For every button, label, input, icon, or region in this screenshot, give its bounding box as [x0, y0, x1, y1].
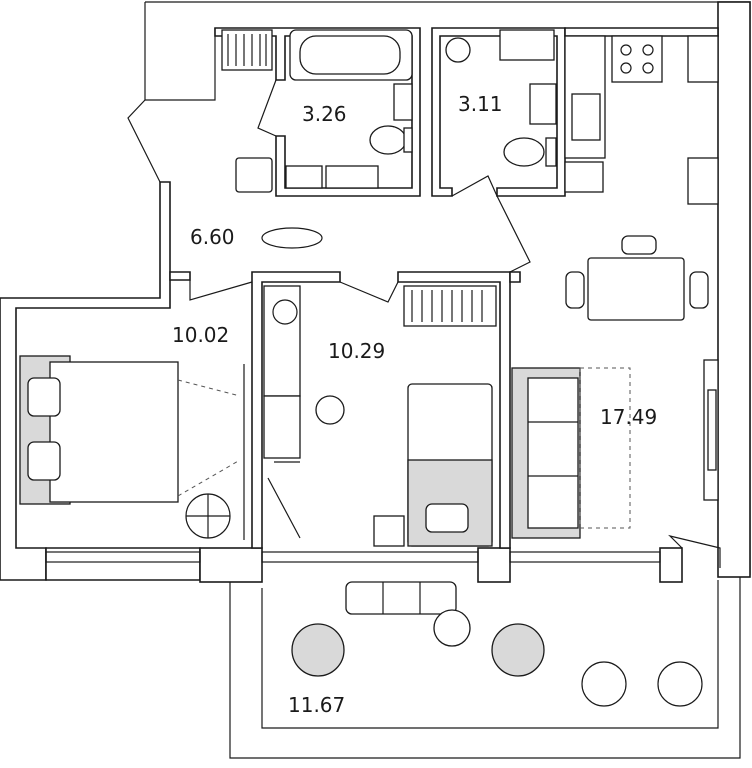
bookshelf-middle — [403, 285, 497, 327]
door-bathroom — [257, 79, 277, 137]
shower-tray — [235, 157, 273, 193]
room-area-bedroom-middle: 10.29 — [328, 339, 385, 363]
bed-left-dash-2 — [177, 459, 241, 497]
pillow-1 — [27, 377, 61, 417]
plant-middle-room — [272, 299, 298, 325]
tv — [707, 389, 717, 471]
balcony-sofa — [345, 581, 457, 615]
room-area-bedroom-left: 10.02 — [172, 323, 229, 347]
balcony-railing — [261, 580, 719, 729]
balcony-chair-left — [291, 623, 345, 677]
wc-toilet — [503, 137, 545, 167]
window-bedroom-middle — [261, 551, 479, 563]
rug-area — [579, 367, 631, 529]
wall-bathroom — [214, 27, 421, 197]
bed-left-dash-1 — [177, 379, 241, 397]
wall-pier-1 — [199, 547, 263, 583]
wall-bottom-left — [45, 547, 201, 581]
wall-right — [717, 1, 751, 578]
toilet-tank — [403, 127, 413, 153]
door-bedroom-middle — [339, 281, 399, 303]
wardrobe-hall — [221, 29, 273, 71]
room-area-bathroom: 3.26 — [302, 102, 347, 126]
burner-4 — [642, 62, 654, 74]
door-entrance — [127, 99, 161, 183]
bathroom-toilet — [369, 125, 407, 155]
room-area-hall: 6.60 — [190, 225, 235, 249]
pillow-middle — [425, 503, 469, 533]
wardrobe-middle — [263, 285, 301, 397]
dining-chair-top — [621, 235, 657, 255]
bookshelf-hatching — [411, 290, 483, 322]
burner-1 — [620, 44, 632, 56]
desk-middle — [263, 395, 301, 459]
bath-cabinet-2 — [325, 165, 379, 189]
door-kitchen — [496, 195, 531, 273]
wardrobe-hatching — [227, 34, 267, 66]
balcony-table — [433, 609, 471, 647]
bath-cabinet-1 — [285, 165, 323, 189]
desk-chair — [315, 395, 345, 425]
door-balcony — [668, 534, 721, 568]
window-living — [509, 551, 661, 563]
wall-left-outer — [0, 181, 171, 581]
balcony-outline — [229, 560, 741, 759]
window-bedroom-left — [45, 551, 201, 563]
room-area-wc: 3.11 — [458, 92, 503, 116]
balcony-chair-right — [491, 623, 545, 677]
sofa-seat — [527, 377, 579, 529]
washing-machine — [445, 37, 471, 63]
bed-middle-blanket — [407, 459, 493, 547]
wc-cabinet — [499, 29, 555, 61]
wall-kitchen-top — [564, 27, 719, 37]
wall-living-top — [509, 271, 521, 283]
bathtub-inner — [299, 35, 401, 75]
plant-balcony-2 — [657, 661, 703, 707]
kitchen-hob — [611, 35, 663, 83]
kitchen-sink — [571, 93, 601, 141]
dining-table — [587, 257, 685, 321]
wall-corridor — [169, 271, 191, 281]
dining-chair-right — [689, 271, 709, 309]
room-area-kitchen-living: 17.49 — [600, 405, 657, 429]
burner-2 — [642, 44, 654, 56]
wall-middle-room — [251, 271, 341, 549]
wc-cabinet-bottom — [564, 161, 604, 193]
wall-pier-3 — [659, 547, 683, 583]
wardrobe-door-swing — [267, 461, 301, 539]
nightstand-middle — [373, 515, 405, 547]
door-bedroom-left — [189, 280, 253, 301]
outer-wall-left-upper — [144, 2, 216, 101]
hall-rug — [261, 227, 323, 249]
dining-chair-left — [565, 271, 585, 309]
plant-balcony-1 — [581, 661, 627, 707]
room-area-balcony: 11.67 — [288, 693, 345, 717]
wc-tank — [545, 137, 557, 167]
bathroom-sink — [393, 83, 413, 121]
wall-pier-2 — [477, 547, 511, 583]
door-wc — [451, 175, 498, 197]
pillow-2 — [27, 441, 61, 481]
fridge — [687, 157, 719, 205]
burner-3 — [620, 62, 632, 74]
bed-left — [49, 361, 179, 503]
wc-sink — [529, 83, 557, 125]
kitchen-counter-right — [687, 35, 719, 83]
